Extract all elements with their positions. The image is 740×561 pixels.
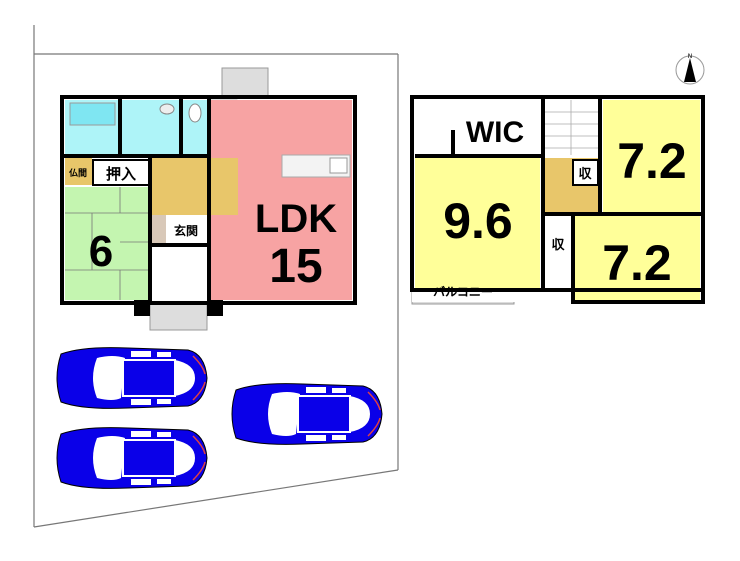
storage-lower-label: 収 — [551, 238, 565, 253]
tatami-lines — [65, 187, 148, 300]
butsuma — [65, 158, 92, 185]
toilet-icon — [188, 103, 202, 123]
sink-icon — [159, 103, 175, 115]
oshiire — [92, 159, 150, 186]
bathtub — [69, 102, 116, 126]
car-icon — [56, 426, 208, 490]
washitsu-size-label: 6 — [89, 227, 113, 276]
first-floor: 6 LDK 15 押入 仏間 玄関 — [60, 67, 357, 331]
pillar — [134, 300, 150, 316]
genkan — [166, 215, 207, 245]
stove-icon — [329, 157, 348, 174]
ldk-size-label: 15 — [269, 240, 322, 293]
genkan-label: 玄関 — [174, 223, 198, 238]
balcony-label: バルコニー — [433, 285, 493, 299]
shoe-box — [152, 215, 166, 245]
butsuma-label: 仏間 — [68, 168, 87, 179]
wic-label: WIC — [466, 116, 524, 149]
storage-lower — [545, 216, 572, 272]
pillar — [207, 300, 223, 316]
room-ne-size-label: 7.2 — [617, 133, 687, 189]
back-porch — [221, 67, 269, 101]
washitsu-room — [65, 187, 148, 300]
site-boundary — [33, 25, 399, 528]
hallway — [152, 158, 238, 215]
room-west — [415, 157, 540, 290]
room-ne — [603, 100, 700, 212]
walls-2f — [410, 95, 705, 304]
compass-icon: N — [675, 53, 705, 85]
storage-upper-label: 収 — [578, 167, 592, 182]
second-floor: WIC 9.6 7.2 7.2 収 収 バルコニー — [410, 95, 705, 305]
ldk-name-label: LDK — [255, 197, 337, 241]
room-west-size-label: 9.6 — [443, 193, 513, 249]
car-icon — [56, 346, 208, 410]
room-se-size-label: 7.2 — [602, 235, 672, 291]
oshiire-label: 押入 — [106, 165, 136, 183]
stairs-icon — [545, 100, 598, 155]
compass-north-label: N — [688, 53, 693, 60]
car-icon — [231, 382, 383, 446]
room-se — [574, 216, 700, 300]
